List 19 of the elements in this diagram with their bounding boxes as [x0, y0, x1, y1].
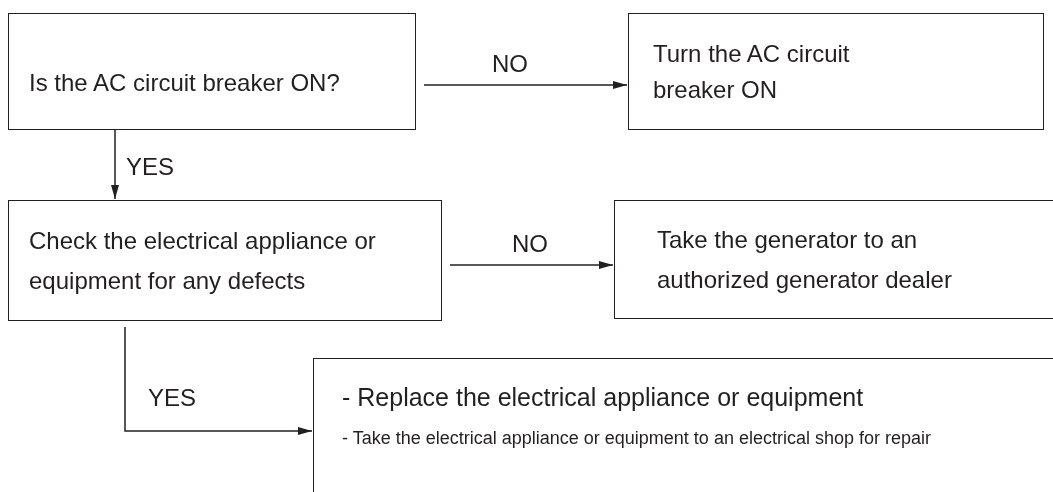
edge-label: YES: [148, 386, 196, 410]
box-text: Is the AC circuit breaker ON?: [29, 68, 341, 98]
process-box: [313, 358, 1053, 492]
box-text: Turn the AC circuit breaker ON: [653, 38, 851, 105]
edge-label: NO: [492, 52, 528, 76]
edge-label: YES: [126, 155, 174, 179]
arrow: [124, 326, 313, 435]
box-text: Check the electrical appliance or equipment for any defects: [29, 225, 377, 296]
box-text: - Replace the electrical appliance or equipment: [342, 382, 865, 413]
arrow: [423, 81, 628, 89]
process-box: [614, 200, 1053, 319]
process-box: [8, 13, 416, 130]
process-box: [8, 200, 442, 321]
box-text: Take the generator to an authorized generator dealer: [657, 224, 953, 295]
box-text: - Take the electrical appliance or equipment to an electrical shop for repair: [342, 426, 932, 450]
arrow: [449, 261, 614, 269]
process-box: [628, 13, 1044, 130]
edge-label: NO: [512, 232, 548, 256]
arrow: [111, 129, 119, 200]
